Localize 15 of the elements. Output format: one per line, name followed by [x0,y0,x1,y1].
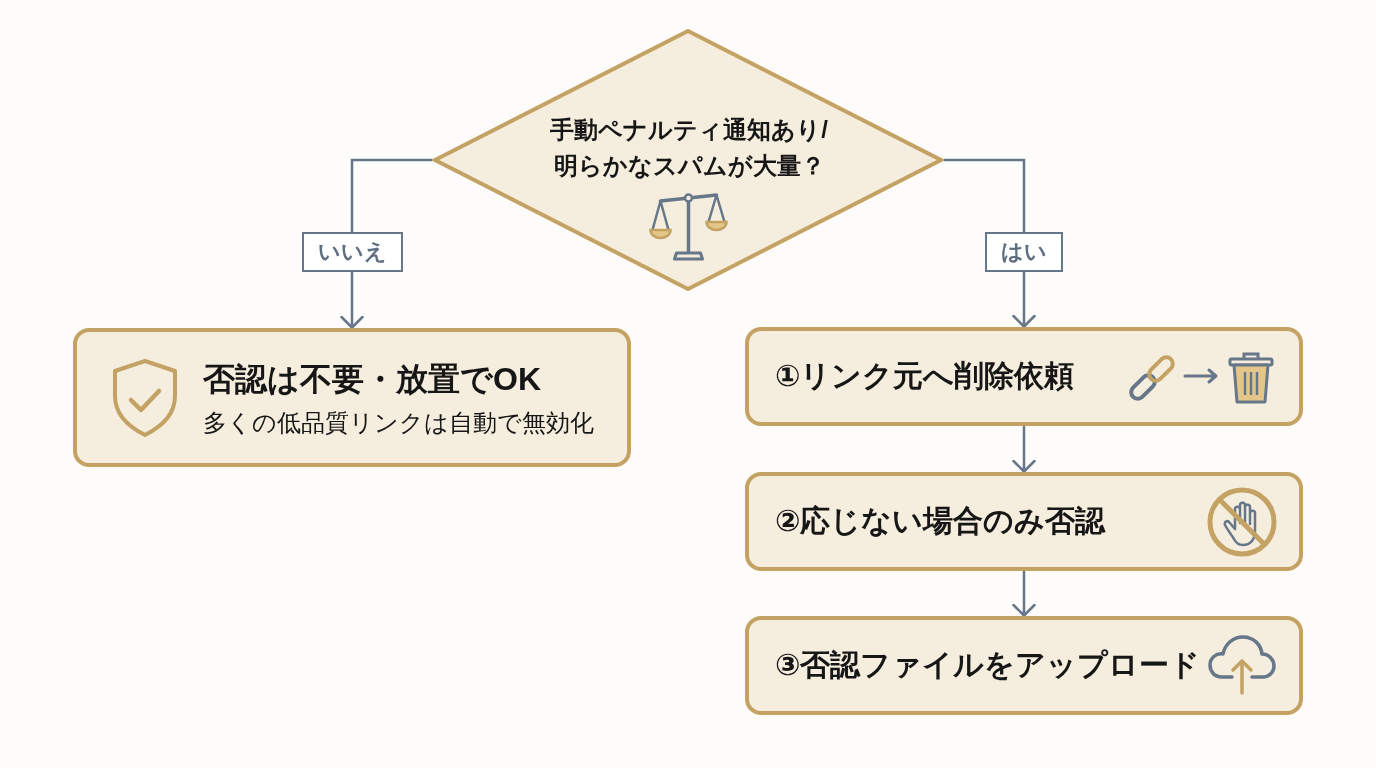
step-text: ②応じない場合のみ否認 [775,503,1106,539]
process-box [745,616,1303,715]
result-title: 否認は不要・放置でOK [203,360,541,399]
result-note: 多くの低品質リンクは自動で無効化 [203,408,594,438]
edge-label: いいえ [301,232,403,273]
question-text: 手動ペナルティ通知あり/明らかなスパムが大量？ [549,115,829,181]
process-box [745,327,1303,426]
edge-label: はい [985,231,1063,272]
process-box [745,472,1303,571]
step-text: ①リンク元へ削除依頼 [775,358,1075,394]
decision-diamond [432,28,944,292]
step-text: ③否認ファイルをアップロード [775,647,1201,683]
arrow [1012,571,1036,617]
arrow [1012,426,1036,473]
process-box [73,328,631,467]
